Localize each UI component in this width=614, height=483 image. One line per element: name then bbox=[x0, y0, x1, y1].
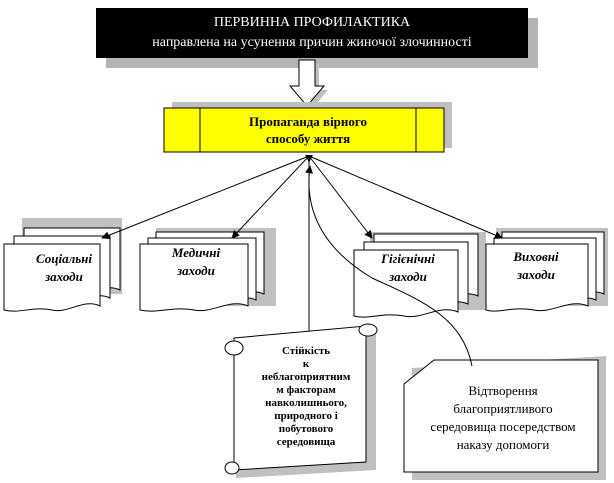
propaganda-box bbox=[163, 107, 445, 153]
resilience-line: природного і bbox=[274, 410, 338, 422]
restoration-document bbox=[403, 356, 606, 480]
header-box bbox=[96, 8, 528, 58]
resilience-line: Стійкість bbox=[281, 345, 331, 357]
curved-arrow-to-propaganda bbox=[305, 165, 473, 367]
medical-measures-line1: Медичні bbox=[171, 245, 221, 260]
resilience-line: неблагоприятним bbox=[261, 371, 351, 383]
restoration-line: середовища посередством bbox=[430, 419, 576, 434]
resilience-line: середовища bbox=[276, 436, 336, 448]
arrow-to-social-measures bbox=[101, 155, 310, 240]
arrow-to-educational-measures bbox=[308, 155, 503, 239]
educational-measures-line1: Виховні bbox=[513, 249, 559, 264]
arrow-to-medical-measures bbox=[231, 155, 310, 239]
propaganda-label-line1: Пропаганда вірного bbox=[249, 114, 367, 129]
arrow-to-hygienic-measures bbox=[308, 155, 373, 239]
header-title-line2: направлена на усунення причин жиночої зл… bbox=[152, 35, 472, 50]
educational-measures-line2: заходи bbox=[517, 267, 555, 282]
resilience-line: м факторам bbox=[276, 384, 336, 396]
hygienic-measures-line1: Гігієнічні bbox=[381, 251, 435, 266]
social-measures-stack bbox=[3, 218, 122, 312]
medical-measures-label: Медичні заходи bbox=[150, 240, 242, 284]
medical-measures-stack bbox=[139, 228, 276, 312]
restoration-line: благоприятливого bbox=[453, 401, 553, 416]
header-title-line1: ПЕРВИННА ПРОФИЛАКТИКА bbox=[213, 15, 411, 30]
educational-measures-stack bbox=[485, 228, 608, 312]
resilience-text: Стійкість к неблагоприятним м факторам н… bbox=[238, 345, 374, 455]
hygienic-measures-stack bbox=[353, 232, 486, 318]
resilience-line: навколишнього, bbox=[265, 397, 347, 409]
header-title: ПЕРВИННА ПРОФИЛАКТИКА направлена на усун… bbox=[96, 8, 528, 58]
resilience-scroll bbox=[224, 323, 378, 478]
restoration-line: наказу допомоги bbox=[456, 437, 550, 452]
restoration-line: Відтворення bbox=[468, 383, 538, 398]
social-measures-label: Соціальні заходи bbox=[18, 246, 110, 290]
social-measures-line1: Соціальні bbox=[35, 251, 93, 266]
propaganda-label: Пропаганда вірного способу життя bbox=[200, 112, 416, 148]
medical-measures-line2: заходи bbox=[177, 263, 215, 278]
restoration-text: Відтворення благоприятливого середовища … bbox=[408, 366, 598, 470]
educational-measures-label: Виховні заходи bbox=[490, 244, 582, 288]
hygienic-measures-line2: заходи bbox=[389, 269, 427, 284]
resilience-line: побутового bbox=[278, 423, 334, 435]
social-measures-line2: заходи bbox=[45, 269, 83, 284]
hollow-down-arrow bbox=[288, 59, 326, 107]
propaganda-label-line2: способу життя bbox=[265, 131, 351, 146]
resilience-line: к bbox=[302, 358, 310, 370]
hygienic-measures-label: Гігієнічні заходи bbox=[362, 246, 454, 290]
